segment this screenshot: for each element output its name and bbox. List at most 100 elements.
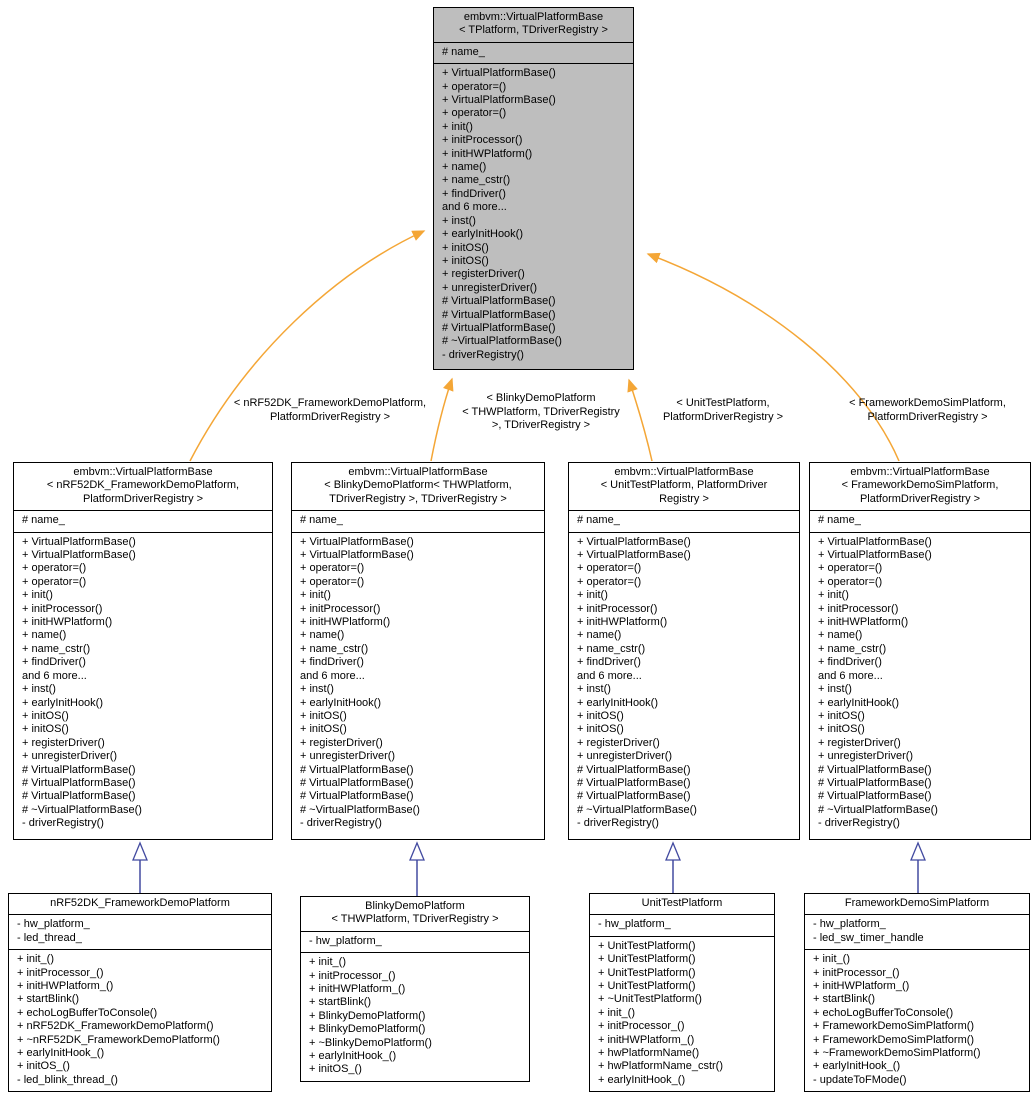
class-fields-section: - hw_platform_- led_sw_timer_handle xyxy=(805,914,1029,949)
method-row: + UnitTestPlatform() xyxy=(598,939,696,952)
text-line: < FrameworkDemoSimPlatform, xyxy=(849,397,1006,409)
method-row: + registerDriver() xyxy=(577,736,660,749)
method-row: + unregisterDriver() xyxy=(442,281,538,294)
method-row: + initHWPlatform_() xyxy=(598,1033,695,1046)
method-row: + initOS_() xyxy=(309,1063,362,1076)
method-row: + BlinkyDemoPlatform() xyxy=(309,1023,426,1036)
field-row: - led_thread_ xyxy=(17,931,82,944)
class-node-frameworkdemosimplatform[interactable]: FrameworkDemoSimPlatform- hw_platform_- … xyxy=(804,893,1030,1093)
method-row: # ~VirtualPlatformBase() xyxy=(300,803,420,816)
method-row: + echoLogBufferToConsole() xyxy=(813,1006,954,1019)
class-node-blinkydemoplatform[interactable]: BlinkyDemoPlatform< THWPlatform, TDriver… xyxy=(300,896,530,1082)
method-row: + operator=() xyxy=(577,575,642,588)
method-row: # VirtualPlatformBase() xyxy=(22,790,136,803)
method-row: + operator=() xyxy=(300,562,365,575)
method-row: + initOS() xyxy=(300,723,347,736)
method-row: + inst() xyxy=(818,683,852,696)
method-row: + earlyInitHook() xyxy=(818,696,900,709)
method-row: + initHWPlatform() xyxy=(577,616,668,629)
method-row: + initHWPlatform_() xyxy=(309,983,406,996)
class-methods-section: + UnitTestPlatform()+ UnitTestPlatform()… xyxy=(590,935,774,1091)
template-instantiation-arrow-sim xyxy=(646,252,900,462)
class-fields-section: # name_ xyxy=(14,510,272,531)
method-row: + VirtualPlatformBase() xyxy=(300,549,414,562)
method-row: + initProcessor() xyxy=(300,602,381,615)
method-row: and 6 more... xyxy=(577,669,642,682)
class-node-virtualplatformbase-blinky[interactable]: embvm::VirtualPlatformBase< BlinkyDemoPl… xyxy=(291,462,545,840)
method-row: + initHWPlatform() xyxy=(300,616,391,629)
method-row: + VirtualPlatformBase() xyxy=(22,535,136,548)
method-row: # ~VirtualPlatformBase() xyxy=(818,803,938,816)
method-row: + name_cstr() xyxy=(442,174,511,187)
method-row: and 6 more... xyxy=(442,201,507,214)
method-row: + initOS() xyxy=(577,709,624,722)
class-node-virtualplatformbase[interactable]: embvm::VirtualPlatformBase< TPlatform, T… xyxy=(433,7,634,370)
class-title-line: embvm::VirtualPlatformBase xyxy=(850,466,990,478)
template-instantiation-arrow-blinky xyxy=(430,377,454,462)
class-title: embvm::VirtualPlatformBase< UnitTestPlat… xyxy=(569,463,799,510)
method-row: + init() xyxy=(442,120,473,133)
method-row: + FrameworkDemoSimPlatform() xyxy=(813,1020,975,1033)
method-row: + name_cstr() xyxy=(818,642,887,655)
method-row: + registerDriver() xyxy=(22,736,105,749)
method-row: - led_blink_thread_() xyxy=(17,1073,118,1086)
class-title-line: embvm::VirtualPlatformBase xyxy=(73,466,213,478)
method-row: + UnitTestPlatform() xyxy=(598,966,696,979)
method-row: + name() xyxy=(22,629,67,642)
method-row: + findDriver() xyxy=(22,656,86,669)
method-row: # VirtualPlatformBase() xyxy=(300,790,414,803)
field-row: - led_sw_timer_handle xyxy=(813,931,924,944)
class-node-unittestplatform[interactable]: UnitTestPlatform- hw_platform_+ UnitTest… xyxy=(589,893,775,1093)
template-args-label-sim: < FrameworkDemoSimPlatform,PlatformDrive… xyxy=(830,397,1025,424)
method-row: + operator=() xyxy=(818,575,883,588)
class-title-line: PlatformDriverRegistry > xyxy=(859,492,981,505)
class-title-line: < THWPlatform, TDriverRegistry > xyxy=(331,913,499,926)
method-row: + operator=() xyxy=(442,80,507,93)
method-row: # VirtualPlatformBase() xyxy=(300,763,414,776)
method-row: + VirtualPlatformBase() xyxy=(818,535,932,548)
method-row: + operator=() xyxy=(577,562,642,575)
text-line: < THWPlatform, TDriverRegistry xyxy=(462,405,620,418)
class-title-line: < TPlatform, TDriverRegistry > xyxy=(459,24,608,37)
method-row: + initOS() xyxy=(818,723,865,736)
field-row: # name_ xyxy=(577,514,620,527)
method-row: + findDriver() xyxy=(442,187,506,200)
method-row: + name_cstr() xyxy=(577,642,646,655)
method-row: - driverRegistry() xyxy=(22,817,104,830)
template-args-label-blinky: < BlinkyDemoPlatform< THWPlatform, TDriv… xyxy=(443,392,639,433)
field-row: # name_ xyxy=(442,45,485,58)
field-row: - hw_platform_ xyxy=(17,918,90,931)
method-row: # ~VirtualPlatformBase() xyxy=(22,803,142,816)
method-row: + init_() xyxy=(598,1006,635,1019)
class-node-nrf52dk-frameworkdemoplatform[interactable]: nRF52DK_FrameworkDemoPlatform- hw_platfo… xyxy=(8,893,272,1093)
method-row: + VirtualPlatformBase() xyxy=(442,94,556,107)
method-row: + name() xyxy=(442,161,487,174)
class-node-virtualplatformbase-unittest[interactable]: embvm::VirtualPlatformBase< UnitTestPlat… xyxy=(568,462,800,840)
method-row: + VirtualPlatformBase() xyxy=(577,535,691,548)
class-title-line: TDriverRegistry >, TDriverRegistry > xyxy=(329,492,507,505)
method-row: + VirtualPlatformBase() xyxy=(577,549,691,562)
text-line: < nRF52DK_FrameworkDemoPlatform, xyxy=(233,397,427,409)
method-row: + init() xyxy=(577,589,608,602)
template-instantiation-arrow-nrf52dk xyxy=(189,230,426,462)
method-row: # VirtualPlatformBase() xyxy=(22,776,136,789)
method-row: - driverRegistry() xyxy=(577,817,659,830)
method-row: + UnitTestPlatform() xyxy=(598,953,696,966)
method-row: and 6 more... xyxy=(22,669,87,682)
method-row: + VirtualPlatformBase() xyxy=(22,549,136,562)
class-title-line: < BlinkyDemoPlatform< THWPlatform, xyxy=(324,479,512,492)
class-title: embvm::VirtualPlatformBase< FrameworkDem… xyxy=(810,463,1030,510)
class-node-virtualplatformbase-nrf52dk[interactable]: embvm::VirtualPlatformBase< nRF52DK_Fram… xyxy=(13,462,273,840)
class-title-line: Registry > xyxy=(659,492,709,505)
method-row: # ~VirtualPlatformBase() xyxy=(577,803,697,816)
method-row: # VirtualPlatformBase() xyxy=(818,763,932,776)
method-row: # VirtualPlatformBase() xyxy=(300,776,414,789)
class-node-virtualplatformbase-sim[interactable]: embvm::VirtualPlatformBase< FrameworkDem… xyxy=(809,462,1031,840)
method-row: + name() xyxy=(577,629,622,642)
method-row: + initOS() xyxy=(818,709,865,722)
method-row: # ~VirtualPlatformBase() xyxy=(442,335,562,348)
method-row: + echoLogBufferToConsole() xyxy=(17,1006,158,1019)
method-row: + initOS() xyxy=(442,241,489,254)
